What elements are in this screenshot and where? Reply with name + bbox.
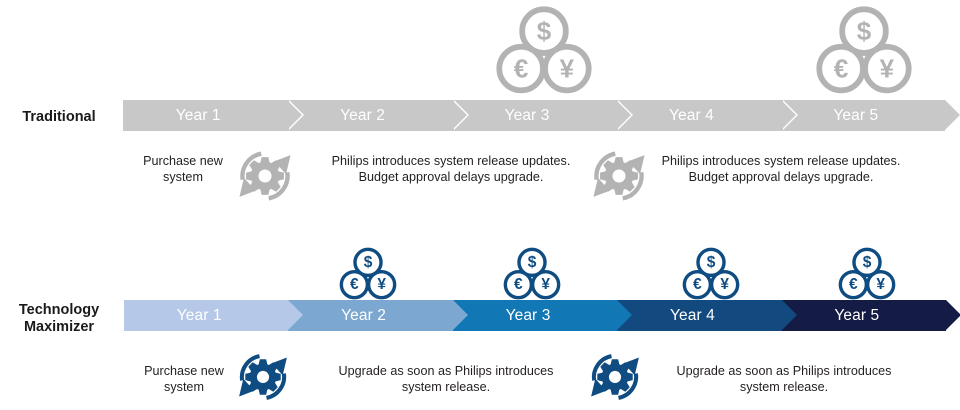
timeline-segment-maximizer-year1[interactable]: Year 1 — [124, 300, 304, 331]
timeline-segment-traditional-year4[interactable]: Year 4 — [616, 100, 798, 131]
segment-label: Year 2 — [341, 306, 387, 324]
caption-maximizer-1: Purchase new system — [144, 364, 224, 394]
svg-text:€: € — [514, 276, 523, 293]
caption-maximizer-3: Upgrade as soon as Philips introduces sy… — [676, 364, 892, 394]
money-coins-icon-maximizer-year3: € ¥$ — [501, 245, 563, 307]
caption-traditional-2: Philips introduces system release update… — [331, 154, 571, 184]
arrowhead-right-icon — [945, 100, 960, 130]
segment-label: Year 5 — [833, 106, 879, 124]
svg-text:€: € — [693, 276, 702, 293]
chevron-right-icon — [616, 100, 632, 130]
svg-text:$: $ — [863, 254, 872, 271]
segment-label: Year 1 — [175, 106, 221, 124]
segment-label: Year 5 — [834, 306, 880, 324]
svg-text:$: $ — [707, 254, 716, 271]
money-coins-icon-traditional-year5: € ¥ $ — [812, 2, 916, 106]
timeline-segment-maximizer-year5[interactable]: Year 5 — [781, 300, 960, 331]
segment-label: Year 3 — [505, 306, 551, 324]
chevron-right-icon — [617, 300, 633, 330]
chevron-right-icon — [288, 300, 304, 330]
svg-text:$: $ — [528, 254, 537, 271]
timeline-segment-traditional-year5[interactable]: Year 5 — [780, 100, 960, 131]
refresh-gear-icon-traditional-2 — [588, 145, 650, 207]
svg-text:¥: ¥ — [876, 276, 885, 293]
svg-text:€: € — [350, 276, 359, 293]
timeline-segment-traditional-year3[interactable]: Year 3 — [451, 100, 634, 131]
caption-traditional-1: Purchase new system — [143, 154, 223, 184]
row-label-traditional: Traditional — [22, 109, 96, 125]
money-coins-icon-maximizer-year5: € ¥$ — [836, 245, 898, 307]
money-coins-icon-maximizer-year4: € ¥$ — [680, 245, 742, 307]
chevron-right-icon — [452, 300, 468, 330]
segment-label: Year 4 — [669, 306, 715, 324]
refresh-gear-icon-maximizer-2 — [586, 348, 644, 406]
timeline-band-traditional: Year 1 Year 2 Year 3 Year 4 Year 5 — [123, 100, 960, 131]
svg-text:$: $ — [364, 254, 373, 271]
timeline-segment-maximizer-year4[interactable]: Year 4 — [617, 300, 797, 331]
row-label-technology-maximizer: Technology Maximizer — [18, 302, 100, 335]
svg-text:$: $ — [537, 16, 552, 46]
money-coins-icon-maximizer-year2: € ¥$ — [337, 245, 399, 307]
chevron-right-icon — [780, 100, 796, 130]
timeline-segment-maximizer-year2[interactable]: Year 2 — [288, 300, 468, 331]
money-coins-icon-traditional-year3: € ¥ $ — [492, 2, 596, 106]
svg-text:¥: ¥ — [720, 276, 729, 293]
segment-label: Year 4 — [668, 106, 714, 124]
chevron-right-icon — [781, 300, 797, 330]
svg-text:€: € — [849, 276, 858, 293]
timeline-segment-maximizer-year3[interactable]: Year 3 — [452, 300, 633, 331]
timeline-segment-traditional-year1[interactable]: Year 1 — [123, 100, 305, 131]
segment-label: Year 3 — [504, 106, 550, 124]
svg-text:¥: ¥ — [377, 276, 386, 293]
caption-traditional-3: Philips introduces system release update… — [661, 154, 901, 184]
svg-text:¥: ¥ — [541, 276, 550, 293]
chevron-right-icon — [451, 100, 467, 130]
svg-text:$: $ — [857, 16, 872, 46]
chevron-right-icon — [287, 100, 303, 130]
arrowhead-right-icon — [946, 300, 960, 330]
timeline-band-technology-maximizer: Year 1 Year 2 Year 3 Year 4 Year 5 — [124, 300, 960, 331]
refresh-gear-icon-traditional-1 — [234, 145, 296, 207]
svg-text:¥: ¥ — [560, 54, 575, 84]
segment-label: Year 1 — [176, 306, 222, 324]
timeline-segment-traditional-year2[interactable]: Year 2 — [287, 100, 469, 131]
svg-text:¥: ¥ — [880, 54, 895, 84]
svg-text:€: € — [514, 54, 528, 84]
caption-maximizer-2: Upgrade as soon as Philips introduces sy… — [338, 364, 554, 394]
refresh-gear-icon-maximizer-1 — [234, 348, 292, 406]
segment-label: Year 2 — [340, 106, 386, 124]
svg-text:€: € — [834, 54, 848, 84]
